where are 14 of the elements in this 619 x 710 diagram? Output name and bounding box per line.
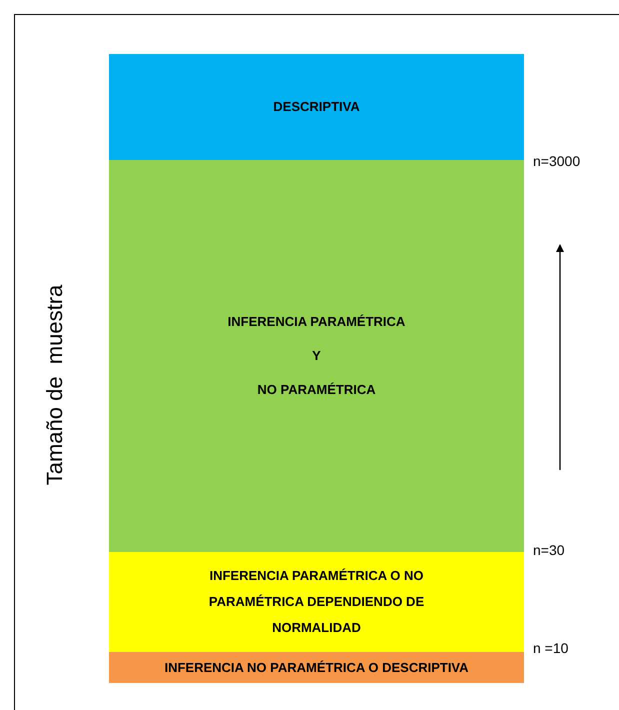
threshold-label: n=3000 xyxy=(533,153,580,169)
band-label: Y xyxy=(312,347,321,365)
threshold-label: n =10 xyxy=(533,640,568,656)
axis-title: Tamaño de muestra xyxy=(42,284,68,486)
band-label: INFERENCIA NO PARAMÉTRICA O DESCRIPTIVA xyxy=(164,658,469,676)
band-label: INFERENCIA PARAMÉTRICA O NO PARAMÉTRICA DEPENDIENDO DE NORMALIDAD xyxy=(208,567,426,637)
band-label: DESCRIPTIVA xyxy=(273,98,360,116)
range-band xyxy=(109,552,524,652)
band-label: INFERENCIA PARAMÉTRICA xyxy=(228,313,406,331)
threshold-label: n=30 xyxy=(533,542,565,558)
band-label: NO PARAMÉTRICA xyxy=(257,381,376,399)
range-band xyxy=(109,652,524,683)
range-band xyxy=(109,160,524,552)
range-band xyxy=(109,54,524,160)
